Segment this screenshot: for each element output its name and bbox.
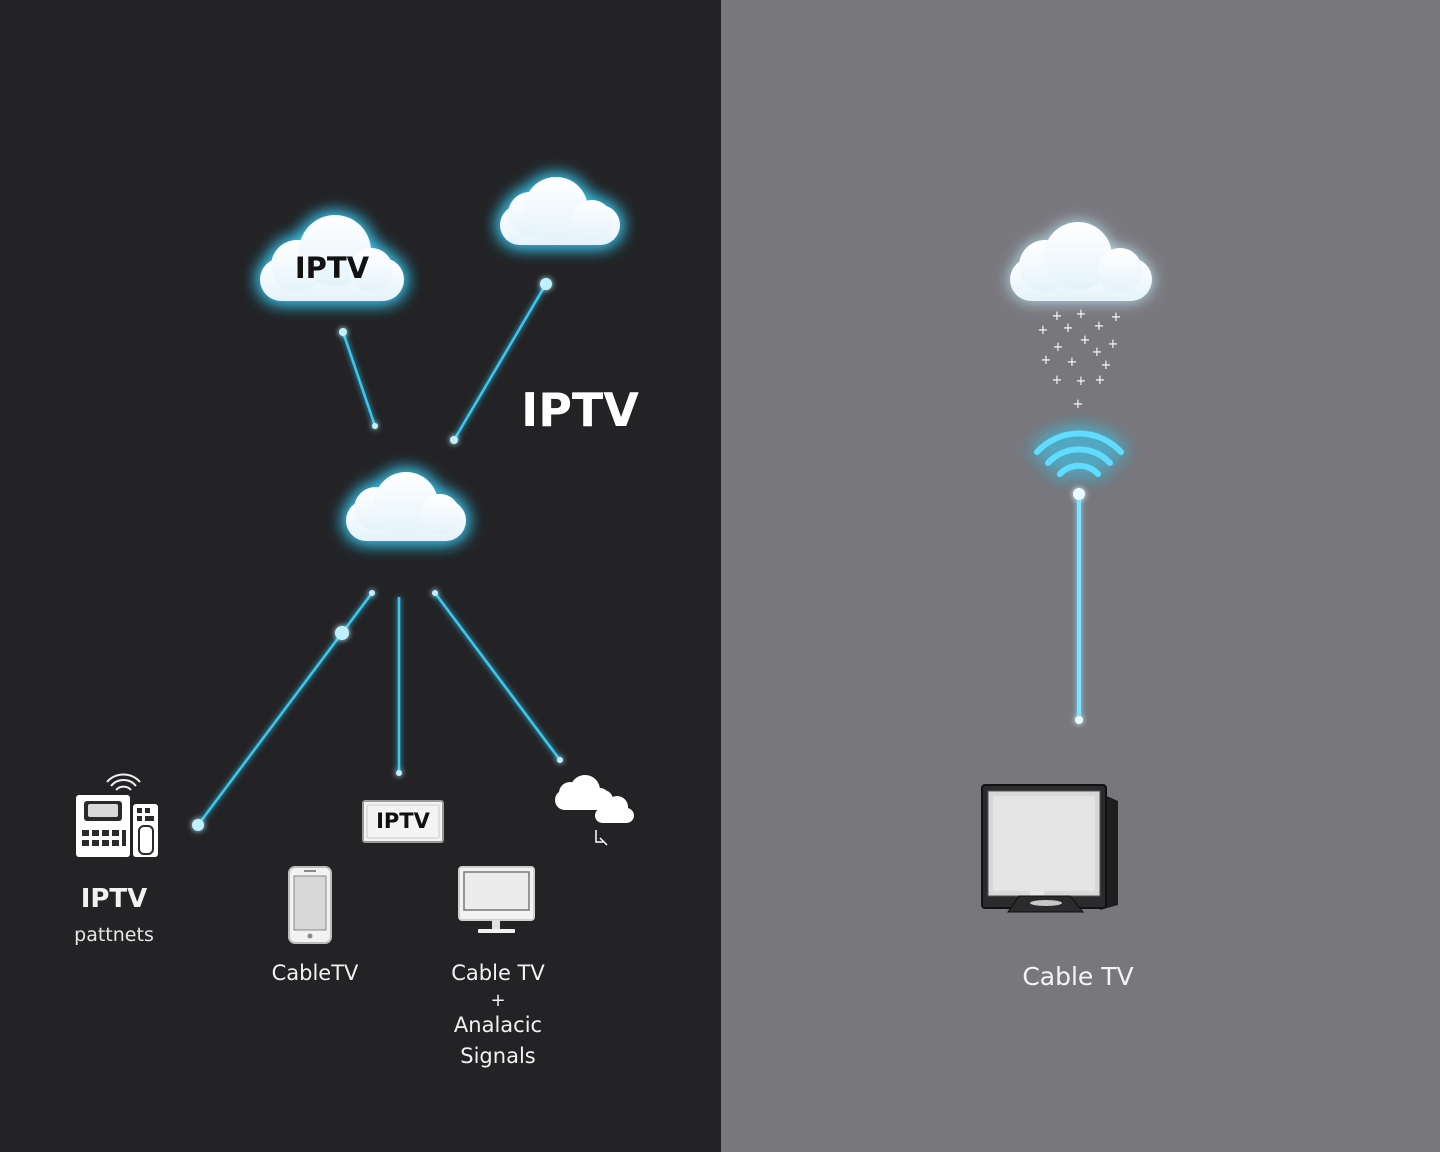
monitor-label-plus: +	[490, 990, 506, 1011]
phone-label: CableTV	[271, 961, 359, 985]
node-dot	[450, 436, 458, 444]
svg-text:+: +	[1094, 319, 1105, 334]
link-nodes	[192, 278, 563, 831]
set-top-title: IPTV	[80, 884, 148, 914]
node-dot	[557, 757, 563, 763]
svg-text:+: +	[1076, 307, 1087, 322]
set-top-box-icon	[76, 773, 158, 857]
svg-text:+: +	[1052, 373, 1063, 388]
svg-text:+: +	[1076, 374, 1087, 389]
node-dot	[339, 328, 347, 336]
cable-tv-label: Cable TV	[1022, 962, 1134, 991]
monitor-icon	[458, 866, 535, 933]
iptv-cloud-label: IPTV	[294, 251, 370, 285]
svg-text:+: +	[1063, 321, 1074, 336]
svg-text:+: +	[1041, 353, 1052, 368]
node-dot	[335, 626, 349, 640]
node-dot	[369, 590, 375, 596]
wifi-icon	[106, 773, 141, 791]
svg-text:+: +	[1101, 358, 1112, 373]
iptv-heading: IPTV	[521, 383, 639, 437]
link-cloud-iptv-to-hub	[341, 331, 377, 427]
monitor-label-line1: Cable TV	[451, 961, 545, 985]
svg-text:+: +	[1111, 310, 1122, 325]
svg-text:+: +	[1052, 309, 1063, 324]
node-dot	[396, 770, 402, 776]
antenna-line	[1073, 488, 1085, 724]
svg-text:+: +	[1080, 333, 1091, 348]
node-dot	[372, 423, 378, 429]
svg-text:+: +	[1095, 373, 1106, 388]
svg-text:+: +	[1038, 323, 1049, 338]
iptv-panel	[0, 0, 721, 1152]
link-cloud-right-to-hub	[452, 283, 548, 441]
hub-cloud-icon	[346, 472, 466, 541]
monitor-label-line3: Signals	[460, 1044, 536, 1068]
svg-text:+: +	[1108, 337, 1119, 352]
node-dot	[192, 819, 204, 831]
iptv-box-label: IPTV	[376, 809, 430, 833]
set-top-subtitle: pattnets	[74, 924, 154, 946]
small-clouds-icon	[555, 775, 634, 846]
iptv-cloud-icon	[260, 215, 404, 301]
smartphone-icon	[288, 866, 332, 944]
network-links	[197, 283, 562, 826]
signal-sparkles: +++ +++ +++ +++ +++ ++	[1038, 307, 1122, 412]
svg-text:+: +	[1073, 397, 1084, 412]
monitor-label-line2: Analacic	[453, 1013, 543, 1037]
iptv-box	[362, 800, 444, 843]
svg-text:+: +	[1053, 340, 1064, 355]
node-dot	[432, 590, 438, 596]
link-hub-to-small-clouds	[433, 592, 562, 761]
television-icon	[981, 784, 1118, 913]
cloud-icon	[500, 177, 620, 245]
cable-tv-cloud-icon	[1010, 222, 1152, 301]
broadcast-wifi-icon	[1034, 430, 1124, 477]
node-dot	[540, 278, 552, 290]
svg-text:+: +	[1067, 355, 1078, 370]
svg-text:+: +	[1092, 345, 1103, 360]
